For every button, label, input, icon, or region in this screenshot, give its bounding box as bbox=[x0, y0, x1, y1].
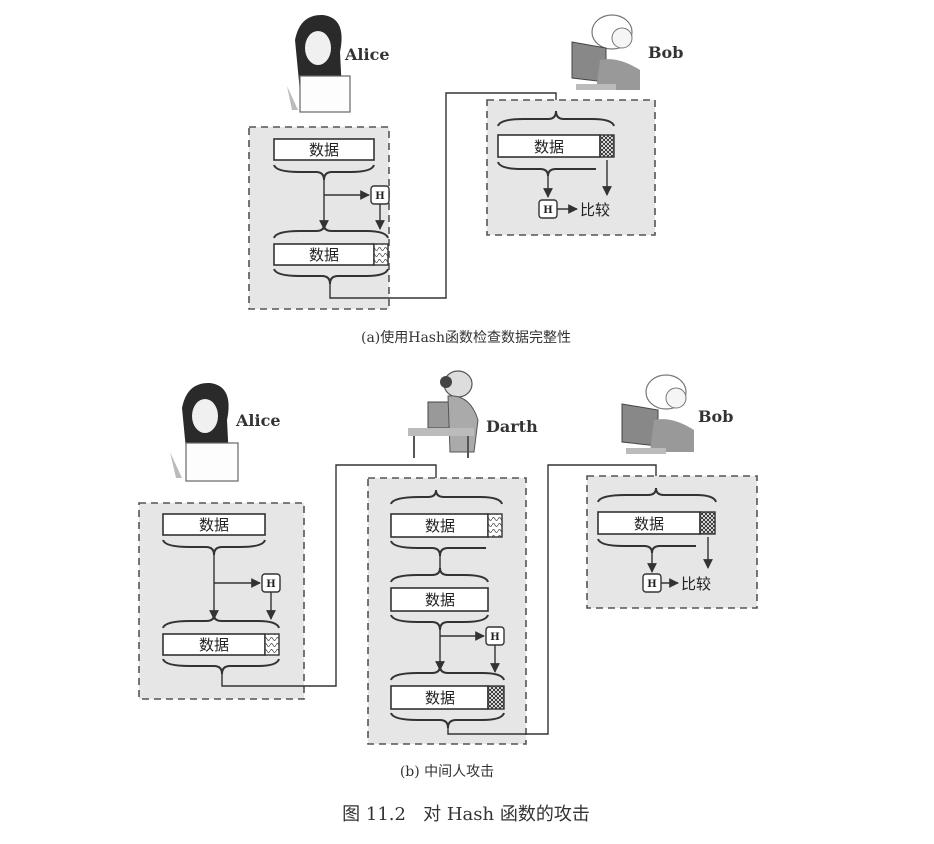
alice-name-b: Alice bbox=[235, 411, 281, 430]
alice-hash-label-b: H bbox=[266, 579, 275, 590]
bob-split-brace-b bbox=[597, 538, 696, 554]
bob-data-label-b: 数据 bbox=[634, 515, 664, 533]
alice-data-bar-a bbox=[273, 138, 375, 161]
caption-a: (a)使用Hash函数检查数据完整性 bbox=[361, 329, 571, 346]
bob-in-brace-b bbox=[597, 487, 717, 503]
darth-name-b: Darth bbox=[486, 417, 538, 436]
alice-data-label2-a: 数据 bbox=[309, 246, 339, 264]
bob-split-brace-a bbox=[497, 161, 596, 177]
alice-data-label-b: 数据 bbox=[199, 516, 229, 534]
alice-hash-label-a: H bbox=[375, 191, 384, 202]
alice-hash-tag-a bbox=[373, 243, 389, 266]
alice-join-brace-b bbox=[162, 614, 280, 629]
darth-forged-tag-b bbox=[487, 685, 505, 710]
bob-name-b: Bob bbox=[698, 407, 733, 426]
alice-data-label-a: 数据 bbox=[309, 141, 339, 159]
bob-data-label-a: 数据 bbox=[534, 138, 564, 156]
darth-data-label-b: 数据 bbox=[425, 517, 455, 535]
channel-alice-to-darth-b bbox=[221, 464, 437, 687]
darth-join-brace-b bbox=[390, 665, 505, 681]
figure-title: 图 11.2 对 Hash 函数的攻击 bbox=[342, 804, 590, 825]
bob-in-brace-a bbox=[497, 110, 615, 127]
bob-name-a: Bob bbox=[648, 43, 683, 62]
alice-join-brace-a bbox=[273, 224, 389, 239]
darth-in-brace-b bbox=[390, 489, 503, 505]
darth-split-brace-b bbox=[390, 540, 486, 557]
alice-data-bar-b bbox=[162, 513, 266, 536]
alice-hash-tag-b bbox=[264, 633, 280, 656]
bob-compare-label-a: 比较 bbox=[580, 201, 610, 219]
caption-b: (b) 中间人攻击 bbox=[400, 764, 494, 780]
alice-name-a: Alice bbox=[344, 45, 390, 64]
darth-data-bar2-b bbox=[390, 587, 489, 612]
darth-data-label3-b: 数据 bbox=[425, 689, 455, 707]
darth-data-label2-b: 数据 bbox=[425, 591, 455, 609]
darth-illustration-b bbox=[408, 370, 479, 458]
bob-hash-tag-a bbox=[599, 134, 615, 158]
bob-illustration-b bbox=[621, 374, 694, 454]
bob-hash-label-a: H bbox=[543, 205, 552, 216]
darth-intercepted-tag-b bbox=[487, 513, 503, 538]
bob-hash-tag-b bbox=[699, 511, 716, 535]
darth-hash-label-b: H bbox=[490, 632, 499, 643]
bob-hash-label-b: H bbox=[647, 579, 656, 590]
channel-darth-to-bob-b bbox=[447, 464, 657, 735]
bob-compare-label-b: 比较 bbox=[681, 575, 711, 593]
alice-illustration-a bbox=[287, 14, 351, 113]
alice-illustration-b bbox=[170, 382, 239, 482]
bob-illustration-a bbox=[571, 14, 640, 90]
alice-data-label2-b: 数据 bbox=[199, 636, 229, 654]
channel-alice-to-bob-a bbox=[329, 92, 557, 299]
